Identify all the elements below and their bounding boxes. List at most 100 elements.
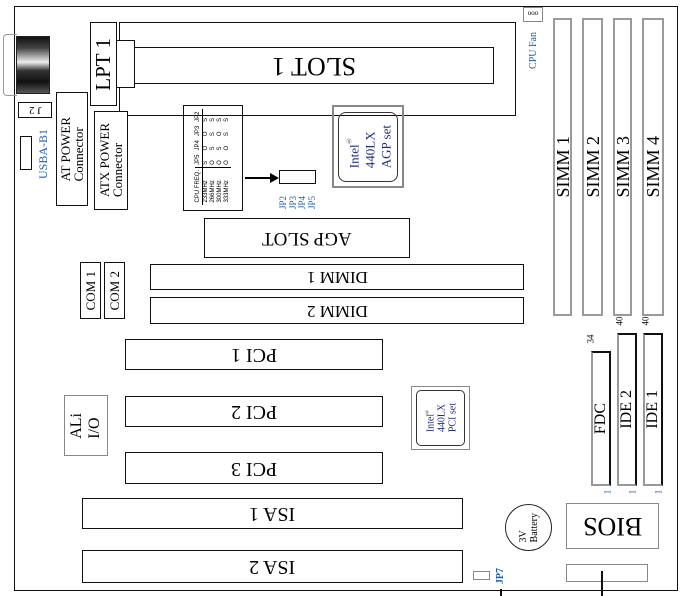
- isa1-slot: ISA 1: [82, 498, 463, 529]
- keyboard-connector-icon: [16, 36, 50, 94]
- jumper-table-cell: JP3: [195, 123, 203, 139]
- jumper-table-cell: S: [210, 132, 216, 137]
- pci3-slot: PCI 3: [125, 452, 383, 484]
- lpt1-label: LPT 1: [91, 37, 115, 91]
- front-panel-line: [601, 571, 603, 596]
- jumper-table-frame: [183, 105, 243, 211]
- agp-slot-label: AGP SLOT: [262, 228, 352, 249]
- slot1-socket: SLOT 1: [134, 47, 494, 84]
- arrow-icon: [270, 173, 279, 183]
- usb-label-wrap: USBA-B1: [36, 118, 50, 190]
- jumper-table-cell: 233MHz: [202, 167, 210, 205]
- arrow-line: [245, 177, 271, 179]
- cpu-fan-label-wrap: CPU Fan: [527, 24, 541, 76]
- jumper-table-cell: S: [217, 146, 223, 151]
- ide2-pin1-label: 1: [627, 489, 638, 495]
- jumper-table-cell: JP4: [195, 138, 203, 153]
- jumper-table-cell: O: [203, 145, 209, 151]
- jumper-table-cell: O: [217, 160, 223, 165]
- board-outline: [14, 6, 678, 591]
- ide1-pin40-label: 40: [640, 316, 651, 326]
- jp7-line: [500, 589, 502, 596]
- dimm2-slot: DIMM 2: [150, 297, 524, 324]
- jp2-label: JP2: [278, 195, 289, 209]
- fdc-pin1-label: 1: [602, 489, 613, 495]
- pci1-label: PCI 1: [230, 344, 278, 366]
- dimm1-label: DIMM 1: [306, 268, 368, 287]
- jumper-labels: JP2 JP3 JP4 JP5: [278, 185, 317, 209]
- jumper-table-cell: S: [217, 117, 223, 122]
- jumper-table-cell: S: [203, 160, 209, 165]
- com2-label: COM 2: [107, 270, 122, 311]
- jumper-table-row: 266MHz O S S S: [210, 109, 217, 205]
- jumper-table-row: 300MHz O S O S: [217, 109, 224, 205]
- jp7-jumper: [473, 571, 490, 580]
- ide2-header: IDE 2: [617, 333, 637, 486]
- pci3-label: PCI 3: [230, 457, 278, 480]
- jp4-label: JP4: [297, 195, 308, 209]
- jumper-table-cell: 333MHz: [224, 167, 231, 205]
- ide2-label: IDE 2: [618, 390, 635, 429]
- pci1-slot: PCI 1: [125, 339, 383, 370]
- isa2-slot: ISA 2: [82, 550, 463, 583]
- jumper-table-cell: 300MHz: [217, 167, 224, 205]
- jumper-table-cell: S: [224, 132, 230, 137]
- fdc-label: FDC: [592, 402, 609, 435]
- com1-label: COM 1: [83, 270, 98, 311]
- simm4-label: SIMM 4: [643, 136, 663, 198]
- fdc-header: FDC: [591, 351, 611, 486]
- com1-port: COM 1: [80, 262, 101, 319]
- bios-chip: BIOS: [566, 503, 659, 549]
- simm2-label: SIMM 2: [582, 136, 603, 198]
- jp5-label: JP5: [306, 195, 317, 209]
- isa1-label: ISA 1: [249, 503, 296, 525]
- com2-port: COM 2: [104, 262, 125, 319]
- jumper-table-cell: JP2: [195, 109, 203, 124]
- cpu-fan-label: CPU Fan: [528, 31, 539, 69]
- jumper-table-cell: CPU FREQ.: [195, 167, 203, 205]
- ide2-pin40-label: 40: [614, 316, 625, 326]
- cpu-fan-header: ooo: [523, 7, 543, 22]
- simm4-slot: SIMM 4: [642, 18, 664, 316]
- simm2-slot: SIMM 2: [582, 18, 603, 316]
- jumper-table-cell: O: [217, 131, 223, 137]
- fdc-pin34-label: 34: [585, 334, 596, 344]
- dimm2-label: DIMM 2: [306, 301, 368, 321]
- j2-label: J 2: [28, 104, 42, 116]
- jp7-label-wrap: JP7: [495, 562, 507, 590]
- jumper-table-cell: O: [224, 160, 230, 165]
- dimm1-slot: DIMM 1: [150, 264, 524, 290]
- jumper-block: [279, 170, 316, 184]
- slot1-notch: [117, 40, 135, 88]
- isa2-label: ISA 2: [249, 556, 296, 578]
- jp7-label: JP7: [495, 567, 506, 585]
- ide1-label: IDE 1: [644, 390, 661, 429]
- jumper-table-row: 333MHz O O S S: [224, 109, 231, 205]
- simm3-label: SIMM 3: [612, 136, 633, 198]
- jumper-table-cell: S: [210, 117, 216, 122]
- jumper-table-cell: O: [210, 160, 216, 165]
- pci2-slot: PCI 2: [125, 396, 383, 427]
- jumper-table-cell: O: [224, 145, 230, 151]
- ide1-pin1-label: 1: [653, 489, 664, 495]
- jumper-table-cell: S: [224, 117, 230, 122]
- jumper-table-cell: JP5: [195, 152, 203, 168]
- jumper-table-cell: 266MHz: [210, 167, 217, 205]
- jumper-table-cell: S: [210, 146, 216, 151]
- agp-slot: AGP SLOT: [204, 218, 410, 258]
- usb-label: USBA-B1: [36, 128, 50, 179]
